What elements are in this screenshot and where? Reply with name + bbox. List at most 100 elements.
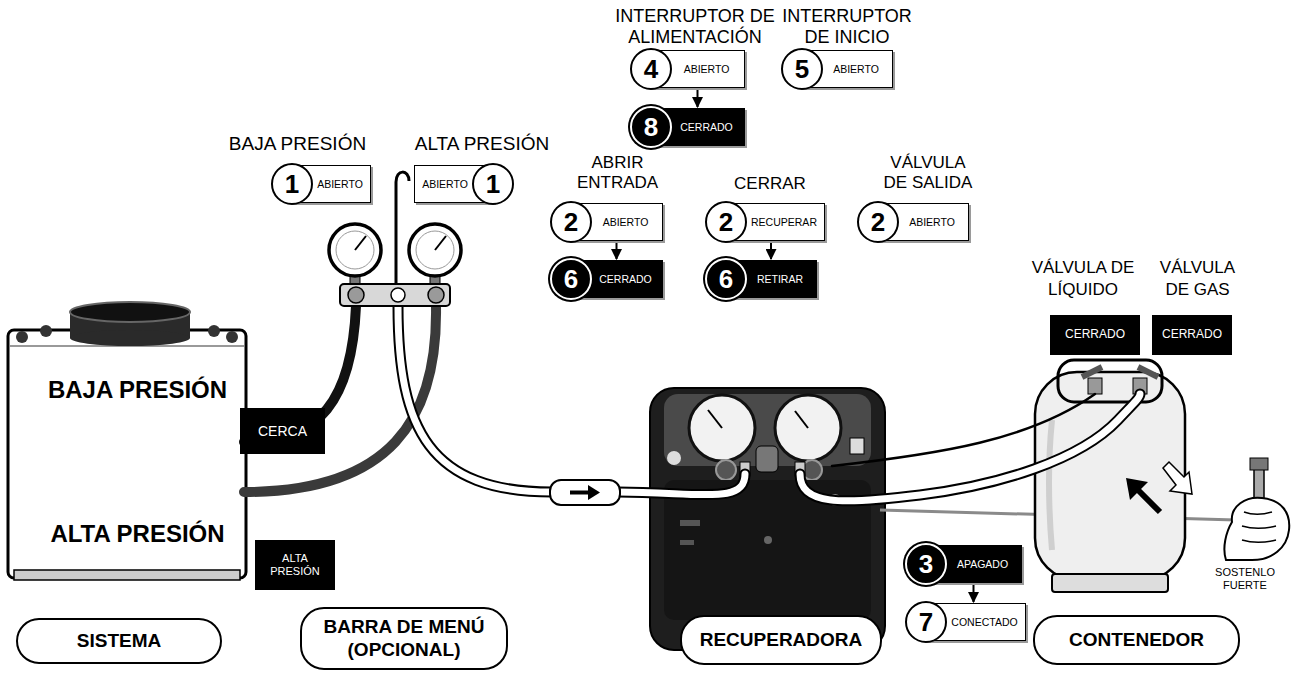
flow-arrow-in bbox=[1138, 490, 1160, 512]
setting-callout: CONECTADO7 bbox=[925, 603, 1026, 641]
machine-gauge bbox=[775, 395, 841, 461]
cylinder-foot bbox=[1052, 574, 1168, 592]
bolt bbox=[208, 325, 220, 337]
heading-label: VÁLVULA DE GAS bbox=[1150, 257, 1245, 301]
valve-state-tag: CERRADO bbox=[1050, 315, 1140, 355]
flow-arrow-out bbox=[1163, 462, 1192, 494]
hoses bbox=[244, 306, 1140, 501]
heading-label: ALTA PRESIÓN bbox=[402, 133, 562, 155]
section-pill: CONTENEDOR bbox=[1033, 615, 1240, 665]
filter-arrow bbox=[570, 491, 590, 495]
pressure-side-text: BAJA PRESIÓN bbox=[30, 377, 245, 403]
heading-label: ABRIR ENTRADA bbox=[570, 153, 665, 192]
filter-arrow-head bbox=[588, 485, 600, 500]
setting-text: CONECTADO bbox=[951, 617, 1017, 628]
power-switch bbox=[850, 438, 864, 454]
setting-callout: APAGADO3 bbox=[925, 545, 1022, 583]
step-number: 1 bbox=[285, 171, 299, 197]
setting-callout: ABIERTO2 bbox=[570, 203, 663, 241]
step-circle: 8 bbox=[630, 106, 672, 148]
valve-state-tag: CERRADO bbox=[1152, 315, 1232, 355]
step-circle: 5 bbox=[781, 48, 823, 90]
step-number: 3 bbox=[919, 551, 933, 577]
gauge-scale bbox=[416, 231, 454, 269]
bolt bbox=[16, 331, 28, 343]
step-circle: 2 bbox=[705, 201, 747, 243]
nozzle-nut bbox=[1250, 458, 1268, 470]
fan-rim bbox=[70, 302, 190, 322]
high-gauge bbox=[409, 224, 461, 276]
recovery-cylinder bbox=[1035, 360, 1192, 592]
heading-label: BAJA PRESIÓN bbox=[215, 133, 380, 155]
liquid-valve bbox=[1088, 378, 1102, 394]
setting-text: RECUPERAR bbox=[751, 217, 817, 228]
gauge-needle bbox=[708, 410, 722, 428]
machine-body bbox=[650, 388, 885, 650]
setting-text: APAGADO bbox=[957, 559, 1008, 570]
step-number: 6 bbox=[719, 266, 733, 292]
setting-callout: ABIERTO1 bbox=[414, 165, 494, 203]
cylinder-shine bbox=[1049, 420, 1052, 550]
setting-text: ABIERTO bbox=[317, 179, 363, 190]
valve-handle bbox=[1082, 367, 1102, 377]
machine-gauge bbox=[689, 395, 755, 461]
outlet-hose bbox=[800, 394, 1140, 501]
setting-callout: ABIERTO1 bbox=[291, 165, 371, 203]
pressure-side-text: ALTA PRESIÓN bbox=[30, 521, 245, 547]
panel-mark bbox=[680, 540, 694, 545]
valve-guard bbox=[1058, 360, 1162, 402]
step-circle: 3 bbox=[905, 543, 947, 585]
manifold-hook bbox=[396, 172, 409, 284]
selector-knob bbox=[756, 446, 778, 472]
bolt bbox=[40, 325, 52, 337]
section-text: CONTENEDOR bbox=[1069, 629, 1204, 652]
step-number: 2 bbox=[719, 209, 733, 235]
bolt bbox=[226, 331, 238, 343]
holding-hand bbox=[1224, 458, 1289, 560]
panel-mark bbox=[680, 520, 700, 526]
setting-text: ABIERTO bbox=[603, 217, 649, 228]
gauge-needle bbox=[795, 411, 808, 428]
fingers bbox=[1242, 512, 1276, 542]
step-circle: 6 bbox=[705, 258, 747, 300]
setting-callout: RETIRAR6 bbox=[725, 260, 817, 298]
step-arrow bbox=[616, 242, 618, 259]
hose-tag: CERCA bbox=[240, 408, 325, 454]
valve-knob bbox=[716, 460, 736, 480]
panel-screw bbox=[764, 536, 772, 544]
gauge-needle bbox=[435, 236, 446, 250]
section-pill: RECUPERADORA bbox=[680, 615, 882, 665]
vapor-line bbox=[832, 394, 1095, 466]
step-number: 4 bbox=[644, 56, 658, 82]
step-number: 5 bbox=[795, 56, 809, 82]
hose-nozzle bbox=[1254, 468, 1264, 500]
section-text: SISTEMA bbox=[77, 630, 161, 653]
recovery-machine bbox=[650, 388, 885, 650]
section-text: BARRA DE MENÚ (OPCIONAL) bbox=[314, 616, 494, 662]
step-number: 2 bbox=[871, 209, 885, 235]
setting-text: ABIERTO bbox=[909, 217, 955, 228]
setting-callout: CERRADO6 bbox=[570, 260, 663, 298]
instruction-note: SOSTENLO FUERTE bbox=[1205, 566, 1285, 591]
unit-base bbox=[14, 570, 240, 580]
heading-label: CERRAR bbox=[720, 174, 820, 194]
step-number: 8 bbox=[644, 114, 658, 140]
manifold-knob bbox=[348, 287, 364, 303]
heading-label: INTERRUPTOR DE ALIMENTACIÓN bbox=[605, 6, 785, 47]
step-circle: 2 bbox=[857, 201, 899, 243]
setting-text: ABIERTO bbox=[684, 64, 730, 75]
heading-label: VÁLVULA DE SALIDA bbox=[879, 153, 977, 192]
setting-text: CERRADO bbox=[599, 274, 652, 285]
step-number: 7 bbox=[919, 609, 933, 635]
section-pill: SISTEMA bbox=[16, 618, 222, 664]
fan-housing-bottom bbox=[70, 330, 190, 346]
valve-state-text: CERRADO bbox=[1065, 328, 1125, 342]
step-circle: 4 bbox=[630, 48, 672, 90]
step-number: 6 bbox=[564, 266, 578, 292]
step-circle: 1 bbox=[472, 163, 514, 205]
system-unit bbox=[8, 302, 246, 580]
service-hose bbox=[398, 306, 552, 492]
step-arrow bbox=[770, 242, 772, 259]
setting-callout: ABIERTO4 bbox=[650, 50, 745, 88]
setting-callout: ABIERTO2 bbox=[877, 203, 969, 241]
